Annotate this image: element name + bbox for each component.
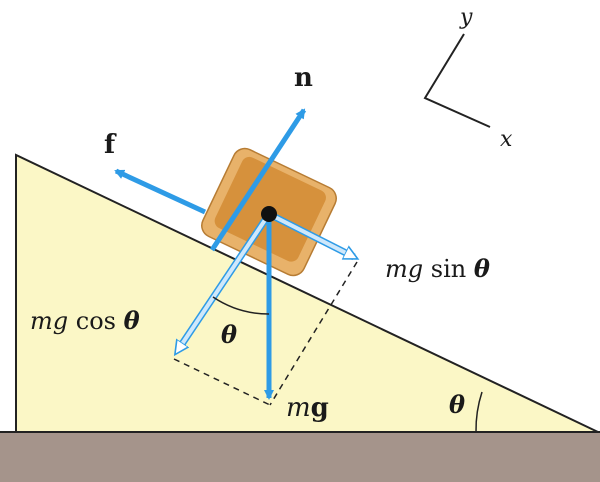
- ground: [0, 432, 600, 482]
- mg-cos-theta-label: mg cos θ: [30, 306, 140, 335]
- mg-cos-component: [176, 212, 271, 353]
- coordinate-axes: [423, 33, 491, 128]
- mg-sin-component: [268, 212, 356, 260]
- inner-angle-arc: [212, 296, 270, 315]
- dashed-line-perp: [173, 358, 271, 406]
- normal-vector: [209, 108, 307, 252]
- inner-theta-label: θ: [221, 320, 237, 349]
- axis-y-label: y: [459, 5, 473, 30]
- friction-force-label: f: [104, 130, 117, 160]
- weight-label: mg: [286, 393, 329, 423]
- base-angle-arc: [475, 391, 483, 433]
- mg-sin-theta-label: mg sin θ: [385, 254, 490, 283]
- incline: [15, 153, 599, 433]
- normal-force-label: n: [294, 63, 313, 93]
- base-theta-label: θ: [449, 390, 465, 419]
- dashed-line-parallel: [269, 261, 358, 406]
- axis-x-label: x: [500, 127, 513, 152]
- friction-vector: [114, 168, 207, 215]
- center-of-mass-dot: [261, 206, 277, 222]
